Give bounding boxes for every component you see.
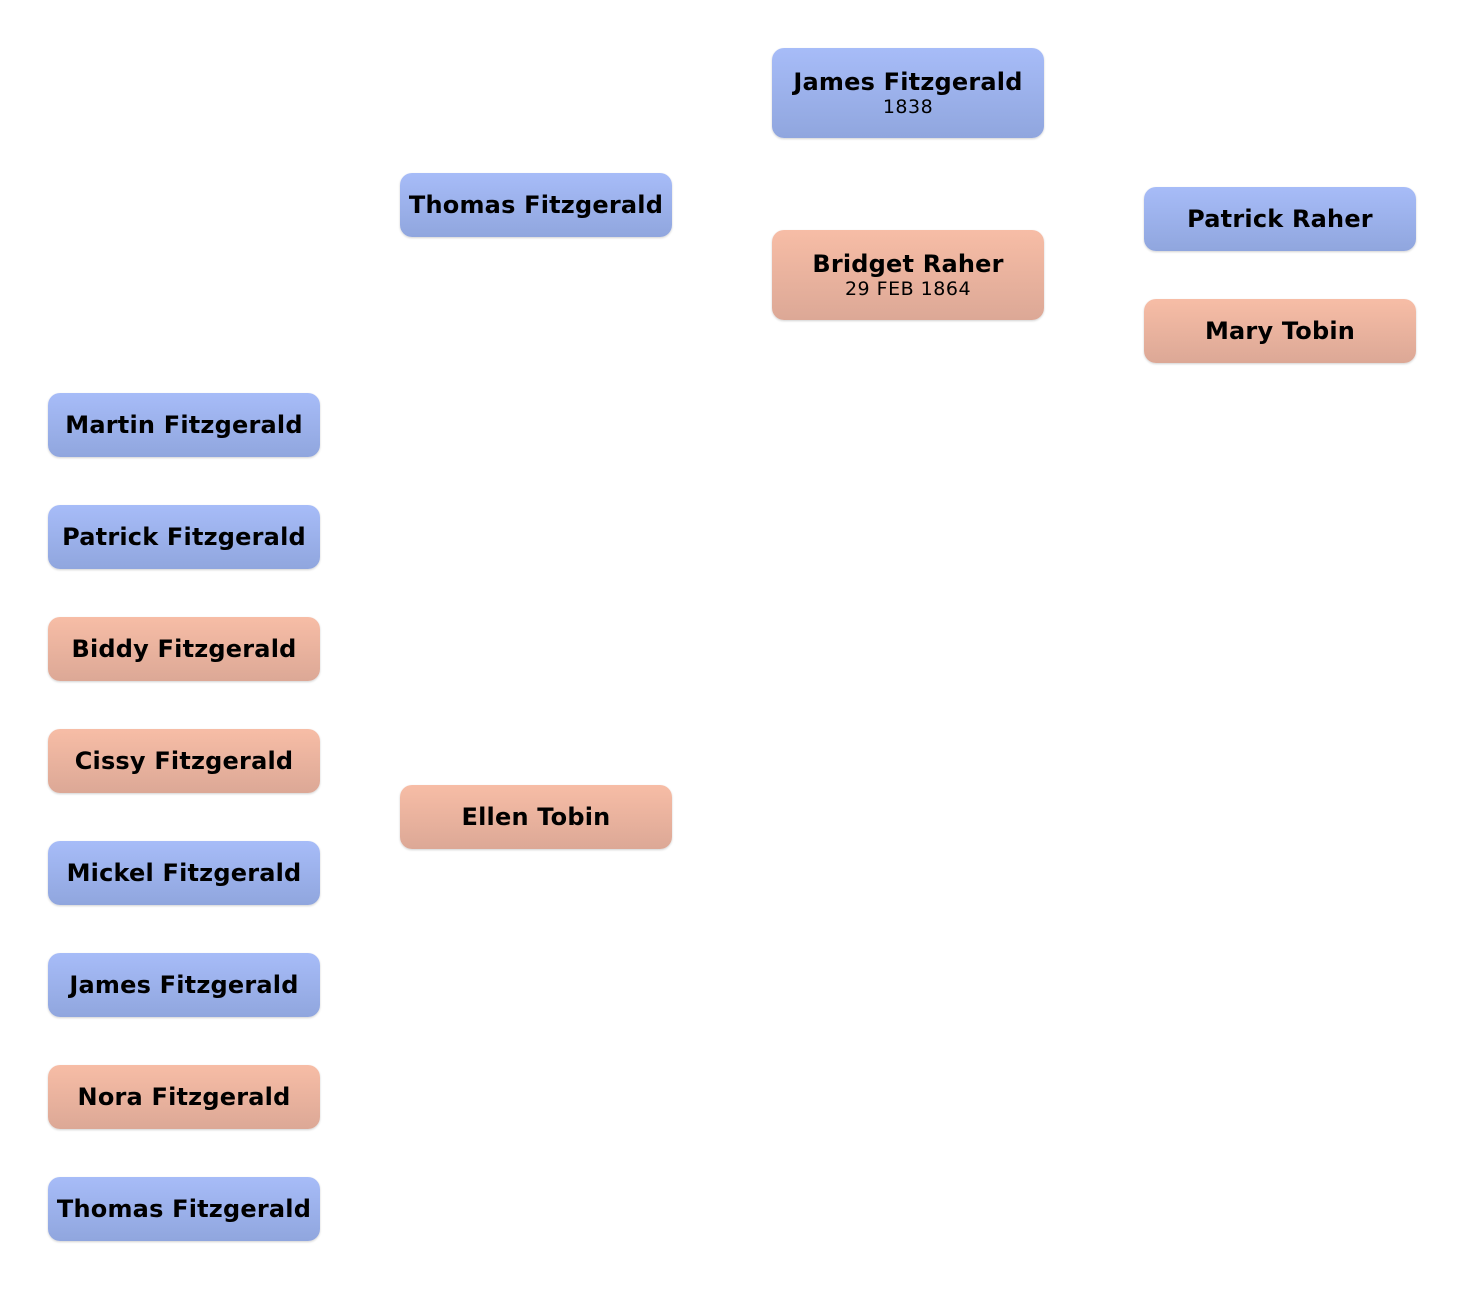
person-name: Thomas Fitzgerald [56,1195,312,1223]
person-box-child[interactable]: Cissy Fitzgerald [48,729,320,793]
person-name: Biddy Fitzgerald [71,635,297,663]
person-box-child[interactable]: James Fitzgerald [48,953,320,1017]
person-box-bridget-raher[interactable]: Bridget Raher 29 FEB 1864 [772,230,1044,320]
person-date: 1838 [882,96,934,118]
person-box-ellen-tobin[interactable]: Ellen Tobin [400,785,672,849]
person-name: Ellen Tobin [461,803,611,831]
person-box-child[interactable]: Martin Fitzgerald [48,393,320,457]
person-name: Patrick Raher [1187,205,1373,233]
person-box-child[interactable]: Thomas Fitzgerald [48,1177,320,1241]
person-box-child[interactable]: Mickel Fitzgerald [48,841,320,905]
person-box-child[interactable]: Biddy Fitzgerald [48,617,320,681]
person-name: Bridget Raher [812,250,1004,278]
person-box-child[interactable]: Nora Fitzgerald [48,1065,320,1129]
person-box-patrick-raher[interactable]: Patrick Raher [1144,187,1416,251]
person-box-child[interactable]: Patrick Fitzgerald [48,505,320,569]
person-name: Patrick Fitzgerald [62,523,306,551]
person-name: James Fitzgerald [793,68,1023,96]
person-name: James Fitzgerald [69,971,299,999]
person-name: Thomas Fitzgerald [408,191,664,219]
person-date: 29 FEB 1864 [844,278,972,300]
person-name: Nora Fitzgerald [77,1083,291,1111]
person-name: Mary Tobin [1204,317,1356,345]
person-box-james-fitzgerald-grandfather[interactable]: James Fitzgerald 1838 [772,48,1044,138]
person-name: Martin Fitzgerald [65,411,303,439]
person-box-mary-tobin[interactable]: Mary Tobin [1144,299,1416,363]
person-box-thomas-fitzgerald-father[interactable]: Thomas Fitzgerald [400,173,672,237]
person-name: Mickel Fitzgerald [66,859,302,887]
person-name: Cissy Fitzgerald [74,747,294,775]
